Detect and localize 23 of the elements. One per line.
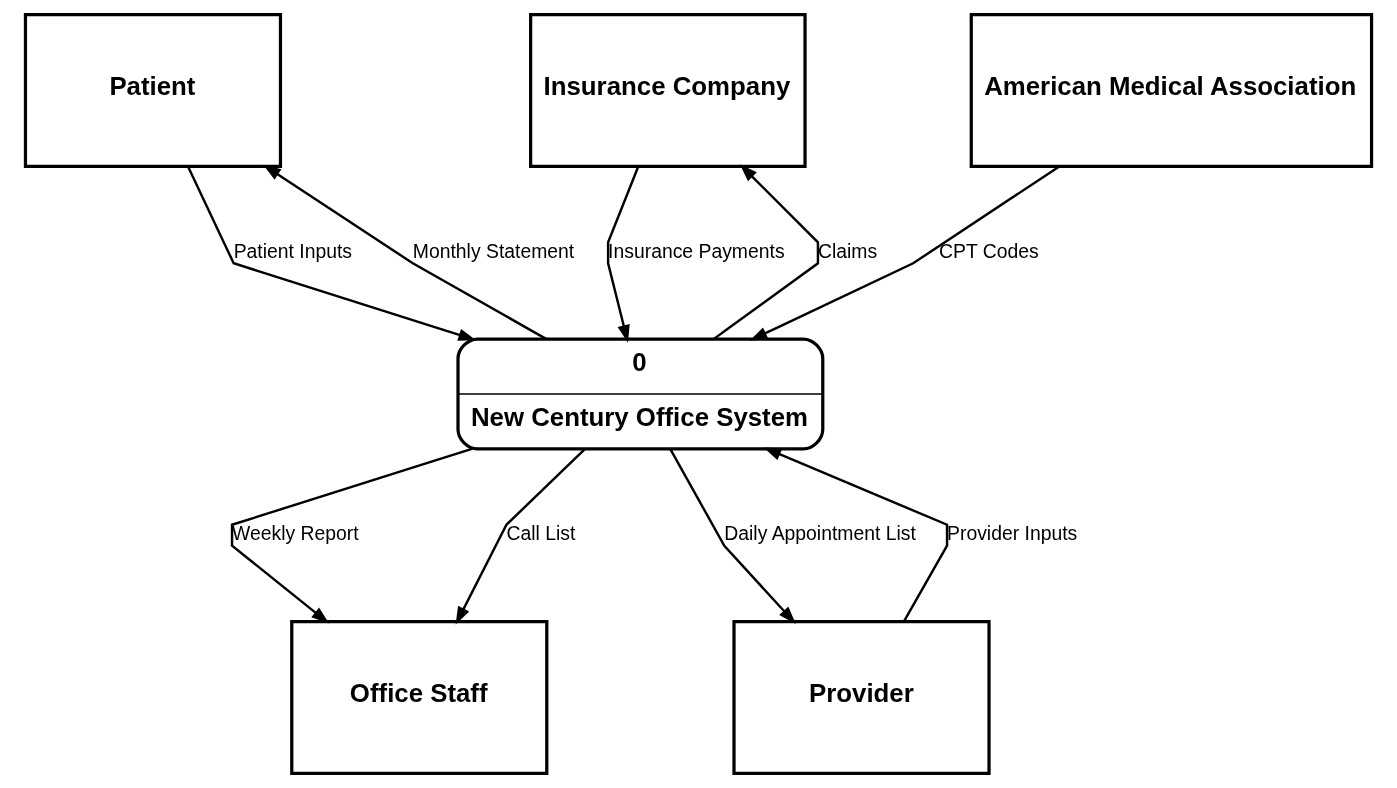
arrow bbox=[606, 166, 640, 343]
arrow bbox=[230, 447, 473, 624]
edge-label: Daily Appointment List bbox=[724, 522, 916, 545]
edge-label: Claims bbox=[817, 239, 878, 262]
arrow bbox=[263, 164, 548, 341]
arrow bbox=[455, 448, 586, 625]
edge-label: Provider Inputs bbox=[947, 522, 1078, 545]
node-box: American Medical Association bbox=[969, 13, 1374, 169]
arrow bbox=[669, 448, 796, 624]
arrow bbox=[187, 166, 477, 341]
edge-label: Patient Inputs bbox=[233, 239, 353, 262]
node-box: Insurance Company bbox=[529, 13, 807, 169]
edge-label: Call List bbox=[506, 522, 576, 545]
edge-label: Weekly Report bbox=[232, 522, 359, 545]
edge-label: Insurance Payments bbox=[608, 239, 785, 262]
node-box: Patient bbox=[23, 13, 283, 169]
arrow bbox=[763, 447, 949, 622]
edge-label: Monthly Statement bbox=[412, 239, 575, 262]
arrow bbox=[712, 164, 820, 341]
node-box: Office Staff bbox=[290, 619, 549, 775]
arrow bbox=[749, 165, 1060, 341]
edge-label: CPT Codes bbox=[938, 239, 1039, 262]
node-box: Provider bbox=[732, 619, 991, 775]
